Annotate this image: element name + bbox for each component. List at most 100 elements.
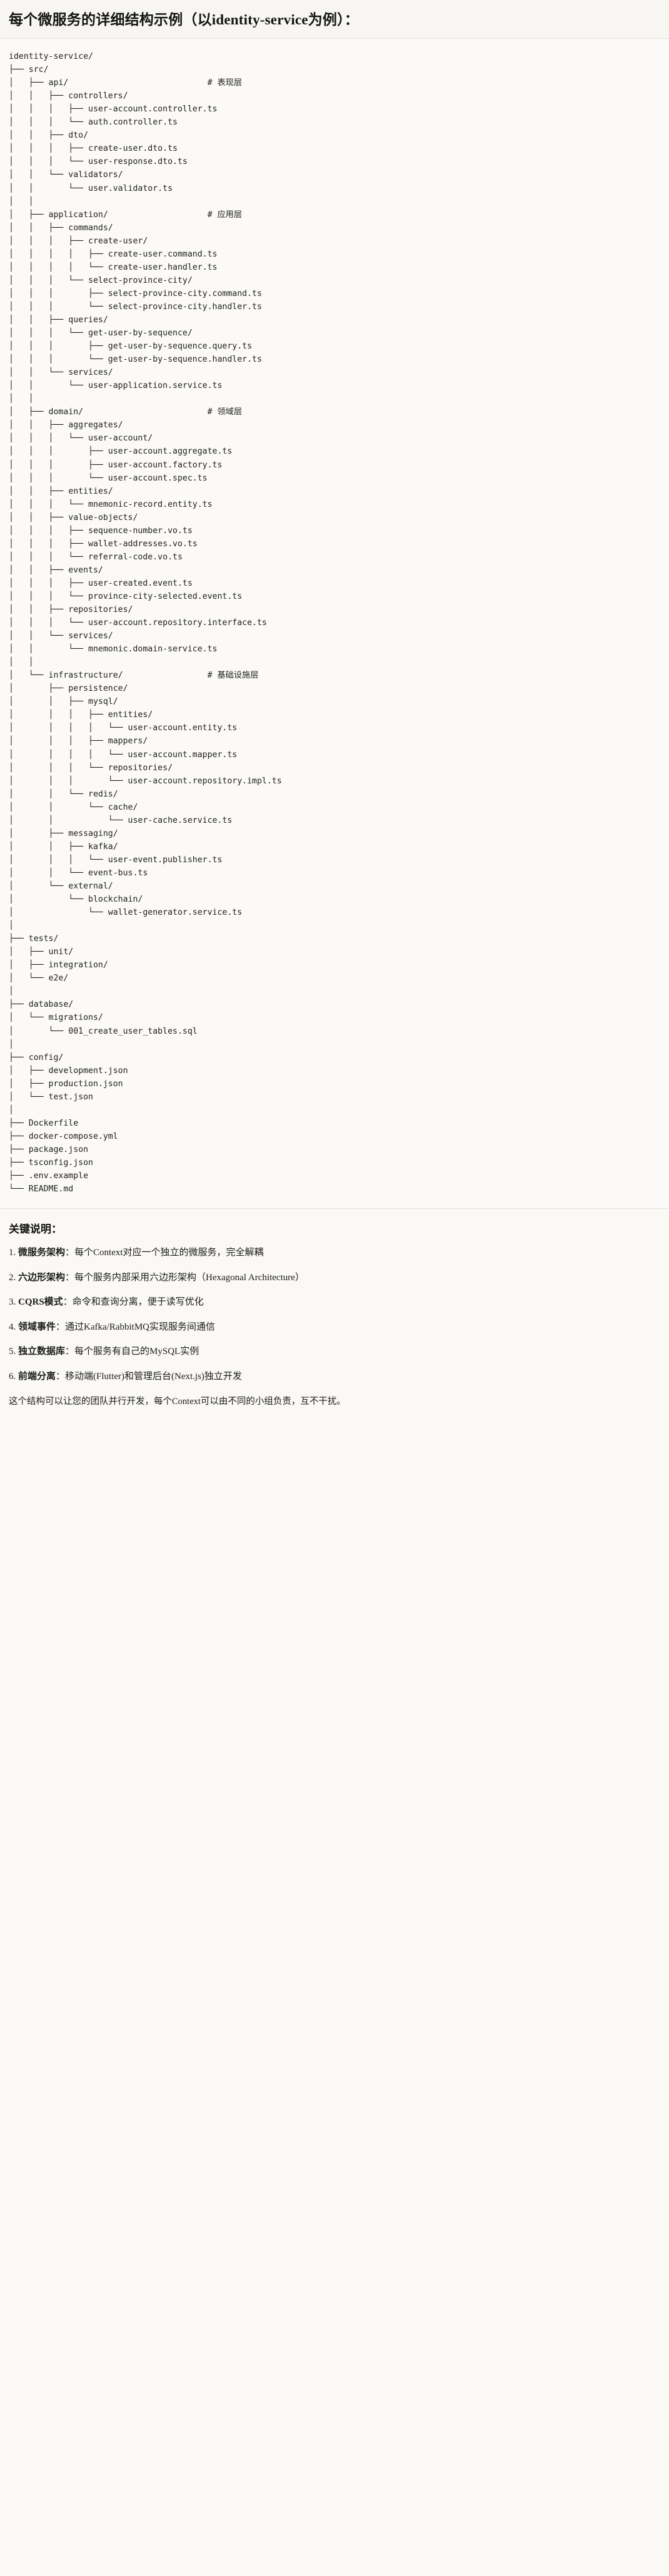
key-notes-title: 关键说明： xyxy=(9,1223,62,1236)
tree-line-path: │ │ └── services/ xyxy=(9,631,113,641)
tree-line-path: ├── src/ xyxy=(9,65,49,75)
tree-line-path: identity-service/ xyxy=(9,52,93,62)
tree-line: │ │ └── redis/ xyxy=(9,790,118,799)
key-note-separator: ： xyxy=(56,1321,66,1332)
tree-line: │ │ │ └── select-province-city.handler.t… xyxy=(9,302,262,312)
tree-line-path: │ ├── unit/ xyxy=(9,947,74,957)
tree-line-path: │ │ │ └── select-province-city.handler.t… xyxy=(9,302,262,312)
tree-line-path: │ └── migrations/ xyxy=(9,1013,103,1023)
tree-line: │ │ │ ├── select-province-city.command.t… xyxy=(9,289,262,298)
tree-line-path: │ │ │ └── user-event.publisher.ts xyxy=(9,855,223,865)
tree-line: │ xyxy=(9,1106,14,1115)
key-note-term: 六边形架构 xyxy=(18,1272,66,1283)
tree-line-path: │ │ ├── dto/ xyxy=(9,131,89,141)
tree-line-path: │ │ ├── events/ xyxy=(9,565,103,575)
tree-line: │ │ └── services/ xyxy=(9,631,113,641)
tree-line: │ │ ├── aggregates/ xyxy=(9,420,123,430)
key-notes-list: 微服务架构：每个Context对应一个独立的微服务，完全解耦六边形架构：每个服务… xyxy=(9,1246,660,1383)
tree-line-path: │ │ └── user-cache.service.ts xyxy=(9,815,233,825)
key-note-item: 独立数据库：每个服务有自己的MySQL实例 xyxy=(9,1345,660,1359)
tree-line: │ │ │ └── auth.controller.ts xyxy=(9,118,178,127)
tree-line-path: └── README.md xyxy=(9,1184,74,1194)
tree-line: │ │ │ ├── create-user/ xyxy=(9,237,148,246)
tree-line-path: │ │ │ └── user-response.dto.ts xyxy=(9,157,188,167)
tree-line: identity-service/ xyxy=(9,52,93,61)
tree-line-path: ├── .env.example xyxy=(9,1171,89,1181)
tree-line-comment: # 基础设施层 xyxy=(207,671,259,681)
key-note-separator: ： xyxy=(65,1272,75,1283)
tree-line-path: │ │ │ ├── user-account.aggregate.ts xyxy=(9,447,233,457)
tree-line: │ │ │ └── user-response.dto.ts xyxy=(9,157,188,166)
key-note-term: 前端分离 xyxy=(18,1371,56,1382)
tree-line-path: │ │ └── user.validator.ts xyxy=(9,183,173,193)
tree-line-path: │ │ │ └── get-user-by-sequence.handler.t… xyxy=(9,355,262,365)
tree-line: │ │ │ ├── create-user.dto.ts xyxy=(9,144,178,153)
tree-line-path: │ │ │ └── auth.controller.ts xyxy=(9,118,178,128)
tree-line: │ ├── messaging/ xyxy=(9,829,118,838)
tree-line-path: │ └── e2e/ xyxy=(9,974,69,984)
tree-line-path: │ │ xyxy=(9,394,34,404)
tree-line-path: │ ├── messaging/ xyxy=(9,828,118,838)
key-note-description: 移动端(Flutter)和管理后台(Next.js)独立开发 xyxy=(65,1371,242,1382)
tree-line-path: │ │ │ │ ├── create-user.command.ts xyxy=(9,249,218,259)
tree-line: ├── config/ xyxy=(9,1053,63,1062)
key-note-description: 每个服务有自己的MySQL实例 xyxy=(74,1347,199,1357)
key-note-separator: ： xyxy=(63,1297,73,1308)
tree-line-path: │ │ │ ├── wallet-addresses.vo.ts xyxy=(9,539,198,549)
tree-line-path: ├── docker-compose.yml xyxy=(9,1131,118,1141)
page-root: 每个微服务的详细结构示例（以identity-service为例）： ident… xyxy=(0,0,669,1418)
tree-line-path: │ │ │ │ └── create-user.handler.ts xyxy=(9,262,218,272)
tree-line: ├── src/ xyxy=(9,65,49,74)
directory-tree: identity-service/ ├── src/ │ ├── api/ # … xyxy=(9,50,660,1196)
tree-line: │ └── e2e/ xyxy=(9,974,68,983)
tree-line-path: │ │ │ ├── sequence-number.vo.ts xyxy=(9,526,193,536)
tree-line: │ xyxy=(9,1040,14,1049)
tree-line: └── README.md xyxy=(9,1184,73,1194)
tree-line: ├── Dockerfile xyxy=(9,1119,78,1128)
tree-line: │ │ ├── entities/ xyxy=(9,487,113,496)
tree-line-path: │ xyxy=(9,1105,14,1115)
tree-line: │ │ ├── events/ xyxy=(9,566,103,575)
key-note-item: 前端分离：移动端(Flutter)和管理后台(Next.js)独立开发 xyxy=(9,1370,660,1384)
tree-line-comment: # 应用层 xyxy=(207,210,243,220)
tree-line: │ │ │ └── user-account.repository.impl.t… xyxy=(9,776,282,786)
tree-line: ├── database/ xyxy=(9,1000,73,1009)
tree-line: │ │ ├── value-objects/ xyxy=(9,513,138,522)
tree-line-path: │ │ ├── kafka/ xyxy=(9,842,118,852)
tree-line: │ │ │ └── get-user-by-sequence/ xyxy=(9,328,193,338)
tree-line: │ │ │ └── user-event.publisher.ts xyxy=(9,855,222,865)
tree-line: │ ├── application/ # 应用层 xyxy=(9,210,242,220)
tree-line-path: │ ├── development.json xyxy=(9,1066,128,1076)
key-note-term: 独立数据库 xyxy=(18,1347,66,1357)
tree-line-path: ├── Dockerfile xyxy=(9,1118,79,1128)
tree-line-path: │ ├── integration/ xyxy=(9,960,108,970)
tree-line: │ │ └── user-application.service.ts xyxy=(9,381,222,390)
tree-line-path: │ │ xyxy=(9,658,34,668)
tree-line-path: │ └── blockchain/ xyxy=(9,895,143,905)
tree-line: │ │ └── event-bus.ts xyxy=(9,868,148,878)
tree-line: │ │ ├── repositories/ xyxy=(9,605,133,614)
tree-line-path: │ ├── production.json xyxy=(9,1079,123,1089)
tree-line: │ │ │ └── province-city-selected.event.t… xyxy=(9,592,242,601)
tree-line-path: ├── tsconfig.json xyxy=(9,1158,93,1168)
tree-line: │ │ └── services/ xyxy=(9,368,113,377)
tree-line-path: │ ├── persistence/ xyxy=(9,684,128,694)
tree-line: │ │ │ │ └── user-account.entity.ts xyxy=(9,723,237,733)
tree-line: ├── .env.example xyxy=(9,1171,88,1181)
tree-line: │ │ └── user-cache.service.ts xyxy=(9,816,232,825)
tree-line-path: ├── config/ xyxy=(9,1052,64,1062)
tree-line-path: │ │ └── event-bus.ts xyxy=(9,868,148,878)
tree-line: │ └── test.json xyxy=(9,1092,93,1102)
tree-line: │ │ ├── controllers/ xyxy=(9,91,128,101)
tree-line-path: │ │ ├── mysql/ xyxy=(9,697,118,707)
directory-tree-block: identity-service/ ├── src/ │ ├── api/ # … xyxy=(0,39,669,1209)
key-note-term: 领域事件 xyxy=(18,1321,56,1332)
key-note-term: 微服务架构 xyxy=(18,1248,66,1258)
tree-line-path: │ xyxy=(9,987,14,997)
tree-line-path: ├── database/ xyxy=(9,1000,74,1010)
tree-line-path: │ │ │ ├── create-user.dto.ts xyxy=(9,144,178,154)
key-note-item: 领域事件：通过Kafka/RabbitMQ实现服务间通信 xyxy=(9,1320,660,1335)
tree-line-path: │ │ │ ├── get-user-by-sequence.query.ts xyxy=(9,342,253,352)
tree-line-path: │ │ xyxy=(9,196,34,206)
tree-line-path: │ │ └── validators/ xyxy=(9,170,123,180)
